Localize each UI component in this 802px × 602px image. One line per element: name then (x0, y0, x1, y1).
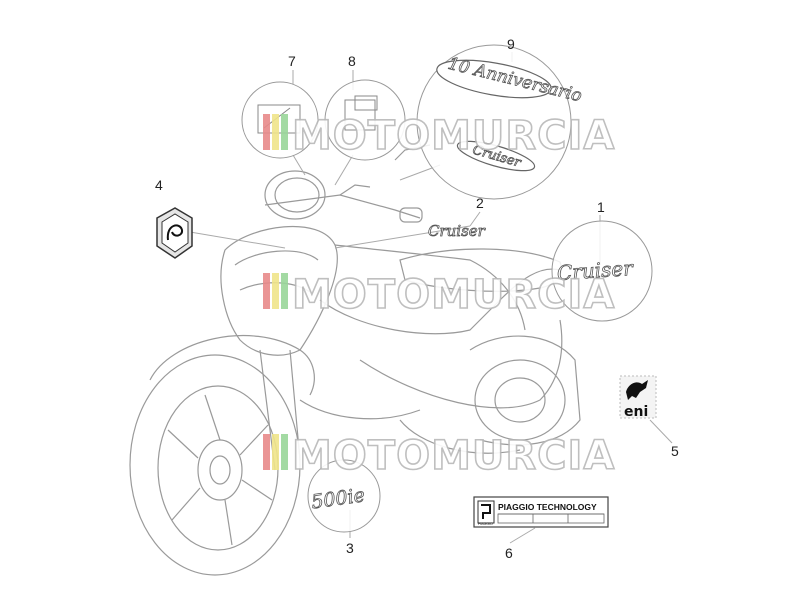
watermark-stripe (281, 273, 288, 309)
eni-logo-text: eni (624, 404, 648, 420)
detail-circle-3: 500ie (307, 459, 381, 533)
watermark-stripe (263, 434, 270, 470)
detail-circle-7 (241, 81, 319, 159)
detail-circle-8 (324, 79, 406, 161)
detail-circle-9: 10 Anniversario Cruiser (416, 44, 584, 200)
watermark-text: MOTOMURCIA (292, 113, 615, 159)
plate-logo-caption: PIAGGIO (478, 522, 493, 526)
callout-3: 3 (346, 540, 354, 556)
watermark-top: MOTOMURCIA (263, 112, 615, 160)
callout-9: 9 (507, 36, 515, 52)
front-wheel (129, 354, 301, 576)
watermark-stripe (272, 434, 279, 470)
callout-5: 5 (671, 443, 679, 459)
callout-6: 6 (505, 545, 513, 561)
cruiser-decal-large: Cruiser (556, 256, 635, 285)
plate-title-text: PIAGGIO TECHNOLOGY (498, 502, 597, 512)
callout-1: 1 (597, 199, 605, 215)
piaggio-technology-plate: PIAGGIO PIAGGIO TECHNOLOGY (473, 496, 609, 528)
callout-2: 2 (476, 195, 484, 211)
watermark-bottom: MOTOMURCIA (263, 432, 615, 480)
eni-sticker: eni (619, 375, 657, 420)
scooter-outline (129, 144, 581, 576)
watermark-stripe (263, 273, 270, 309)
cruiser-decal-side: Cruiser (428, 222, 486, 240)
callout-4: 4 (155, 177, 163, 193)
watermark-stripe (272, 114, 279, 150)
watermark-stripe (263, 114, 270, 150)
callout-7: 7 (288, 53, 296, 69)
watermark-text: MOTOMURCIA (292, 433, 615, 479)
watermark-stripe (272, 273, 279, 309)
watermark-stripe (281, 114, 288, 150)
callout-numbers: 1 2 3 4 5 6 7 8 9 (155, 36, 679, 561)
callout-8: 8 (348, 53, 356, 69)
piaggio-shield-badge (156, 207, 193, 259)
detail-circle-1: Cruiser (551, 220, 653, 322)
leader-lines (189, 52, 673, 544)
watermark-middle: MOTOMURCIA (263, 271, 615, 319)
watermark-text: MOTOMURCIA (292, 272, 615, 318)
watermark-stripe (281, 434, 288, 470)
